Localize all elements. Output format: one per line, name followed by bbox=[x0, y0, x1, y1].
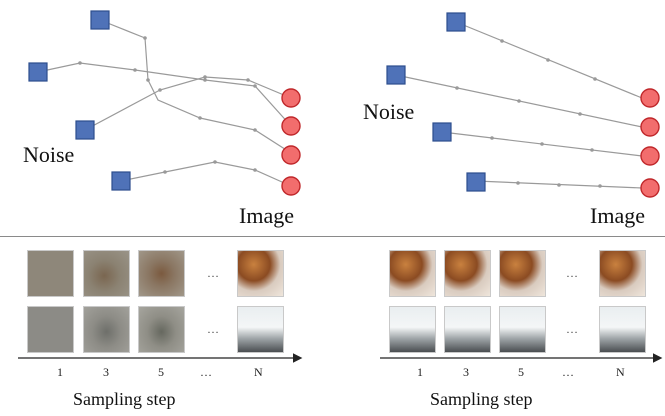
left-path-3 bbox=[84, 76, 292, 131]
left-path-2 bbox=[37, 62, 292, 127]
left-dog-step-5-thumbnail bbox=[138, 250, 185, 297]
left-dog-ellipsis: … bbox=[207, 266, 219, 280]
image-circle bbox=[640, 117, 660, 137]
right-tick-3: 3 bbox=[463, 365, 469, 379]
right-noise-squares bbox=[386, 12, 486, 192]
right-truck-ellipsis: … bbox=[566, 322, 578, 336]
right-tick-ellipsis: … bbox=[562, 365, 574, 379]
noise-square bbox=[90, 10, 110, 30]
noise-label-right: Noise bbox=[363, 99, 415, 124]
right-image-circles bbox=[640, 88, 660, 198]
noise-square bbox=[386, 65, 406, 85]
left-arrowheads bbox=[78, 36, 257, 174]
left-noise-squares bbox=[28, 10, 131, 191]
left-dog-step-3-thumbnail bbox=[83, 250, 130, 297]
left-trajectories bbox=[37, 19, 292, 187]
right-tick-1: 1 bbox=[417, 365, 423, 379]
image-circle bbox=[281, 88, 301, 108]
right-tick-5: 5 bbox=[518, 365, 524, 379]
left-tick-5: 5 bbox=[158, 365, 164, 379]
image-label-right: Image bbox=[590, 203, 645, 228]
noise-square bbox=[466, 172, 486, 192]
noise-square bbox=[446, 12, 466, 32]
right-truck-step-3-image bbox=[444, 306, 491, 353]
right-dog-ellipsis: … bbox=[566, 266, 578, 280]
image-circle bbox=[281, 116, 301, 136]
image-circle bbox=[640, 178, 660, 198]
right-dog-step-1-image bbox=[389, 250, 436, 297]
right-tick-n: N bbox=[616, 365, 625, 379]
left-tick-3: 3 bbox=[103, 365, 109, 379]
noise-label-left: Noise bbox=[23, 142, 75, 167]
right-truck-final-image bbox=[599, 306, 646, 353]
left-truck-step-3-thumbnail bbox=[83, 306, 130, 353]
left-truck-step-5-thumbnail bbox=[138, 306, 185, 353]
sampling-axes bbox=[18, 353, 663, 363]
left-image-circles bbox=[281, 88, 301, 196]
left-axis-label: Sampling step bbox=[73, 389, 176, 409]
image-circle bbox=[640, 88, 660, 108]
image-circle bbox=[281, 145, 301, 165]
flow-diagrams bbox=[28, 10, 660, 198]
left-tick-1: 1 bbox=[57, 365, 63, 379]
right-dog-step-3-image bbox=[444, 250, 491, 297]
image-label-left: Image bbox=[239, 203, 294, 228]
left-truck-step-1-thumbnail bbox=[27, 306, 74, 353]
noise-square bbox=[111, 171, 131, 191]
panel-divider bbox=[0, 236, 665, 237]
left-tick-n: N bbox=[254, 365, 263, 379]
right-axis-label: Sampling step bbox=[430, 389, 533, 409]
right-dog-final-image bbox=[599, 250, 646, 297]
noise-square bbox=[28, 62, 48, 82]
right-truck-step-5-image bbox=[499, 306, 546, 353]
left-truck-final-image bbox=[237, 306, 284, 353]
image-circle bbox=[281, 176, 301, 196]
left-tick-ellipsis: … bbox=[200, 365, 212, 379]
noise-square bbox=[75, 120, 95, 140]
right-dog-step-5-image bbox=[499, 250, 546, 297]
noise-square bbox=[432, 122, 452, 142]
left-truck-ellipsis: … bbox=[207, 322, 219, 336]
left-dog-final-image bbox=[237, 250, 284, 297]
right-trajectories bbox=[395, 21, 643, 189]
right-arrowheads bbox=[455, 39, 602, 188]
right-truck-step-1-image bbox=[389, 306, 436, 353]
image-circle bbox=[640, 146, 660, 166]
left-path-4 bbox=[120, 161, 292, 187]
left-dog-step-1-thumbnail bbox=[27, 250, 74, 297]
